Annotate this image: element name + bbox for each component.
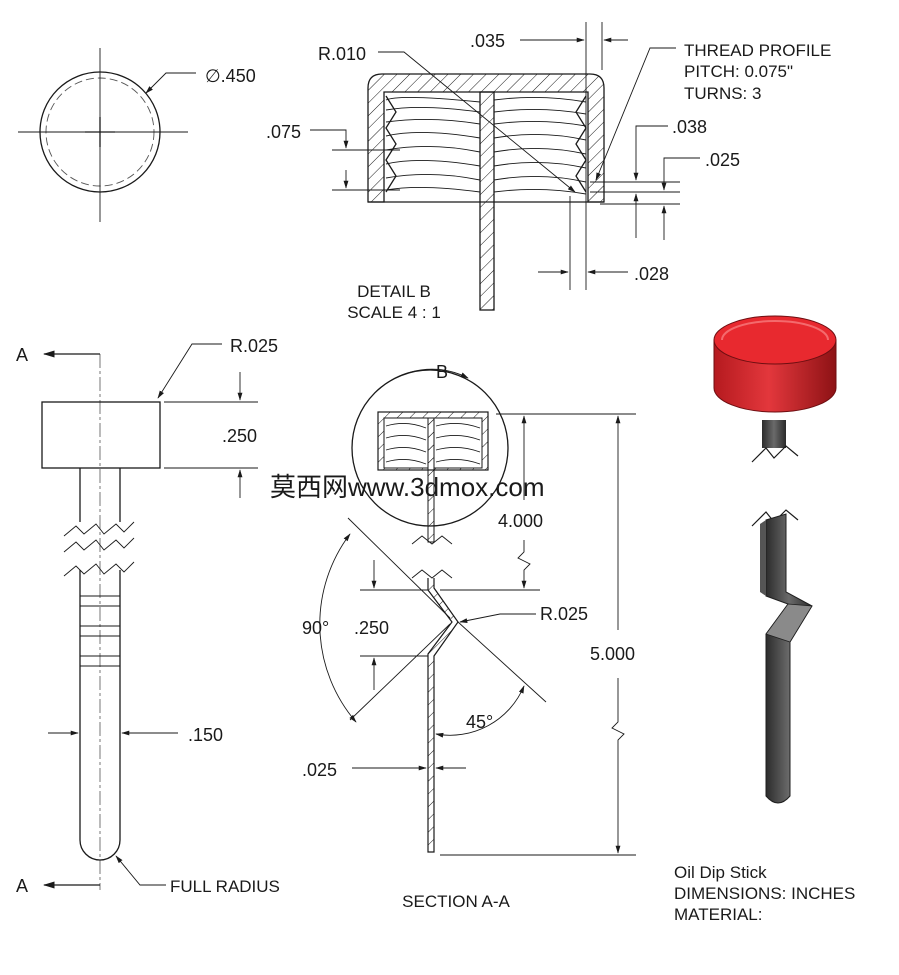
front-view: A A R.025 .250 .150 FULL RADIUS xyxy=(16,336,280,896)
thread-note-line3: TURNS: 3 xyxy=(684,84,761,103)
detail-b-view: R.010 .035 THREAD PROFILE PITCH: 0.075" … xyxy=(266,22,831,322)
detail-025-label: .025 xyxy=(705,150,740,170)
isometric-render xyxy=(713,315,837,804)
thickness-label: .025 xyxy=(302,760,337,780)
tip-note: FULL RADIUS xyxy=(170,877,280,896)
cap-height-label: .250 xyxy=(222,426,257,446)
offset-label: .250 xyxy=(354,618,389,638)
watermark: 莫西网www.3dmox.com xyxy=(270,472,545,502)
detail-width-label: .035 xyxy=(470,31,505,51)
length-label: 4.000 xyxy=(498,511,543,531)
detail-pitch-label: .075 xyxy=(266,122,301,142)
section-title: SECTION A-A xyxy=(402,892,510,911)
detail-radius-label: R.010 xyxy=(318,44,366,64)
section-view: B 4.000 5.000 90° .250 R.025 45° xyxy=(302,362,636,911)
cap-radius-label: R.025 xyxy=(230,336,278,356)
bend-radius-label: R.025 xyxy=(540,604,588,624)
top-view: ∅.450 xyxy=(18,48,256,222)
units-note: DIMENSIONS: INCHES xyxy=(674,884,855,903)
diameter-label: ∅.450 xyxy=(205,66,256,86)
shaft-width-label: .150 xyxy=(188,725,223,745)
section-label-top: A xyxy=(16,345,28,365)
detail-b-callout: B xyxy=(436,362,448,382)
section-label-bottom: A xyxy=(16,876,28,896)
title-block: Oil Dip Stick DIMENSIONS: INCHES MATERIA… xyxy=(674,863,855,924)
detail-title: DETAIL B xyxy=(357,282,431,301)
angle-90-label: 90° xyxy=(302,618,329,638)
material-note: MATERIAL: xyxy=(674,905,762,924)
thread-note-line1: THREAD PROFILE xyxy=(684,41,831,60)
angle-45-label: 45° xyxy=(466,712,493,732)
detail-028-label: .028 xyxy=(634,264,669,284)
thread-note-line2: PITCH: 0.075" xyxy=(684,62,793,81)
part-name: Oil Dip Stick xyxy=(674,863,767,882)
detail-038-label: .038 xyxy=(672,117,707,137)
overall-length-label: 5.000 xyxy=(590,644,635,664)
detail-scale: SCALE 4 : 1 xyxy=(347,303,441,322)
